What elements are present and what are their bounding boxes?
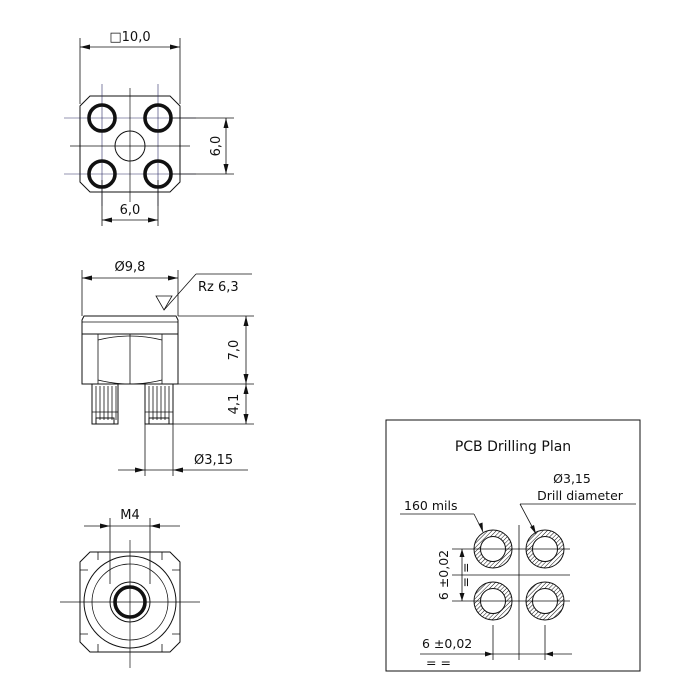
vert-sym-mark: = = [458,563,473,588]
side-pin-diameter-dim: Ø3,15 [194,453,233,468]
top-view-outline [79,95,181,193]
pin-circle [143,103,173,133]
vert-pitch-dim: 6 ±0,02 [436,550,451,600]
top-view: □10,0 6,0 6,0 [64,30,234,226]
pcb-drilling-plan: PCB Drilling Plan 160 mils [385,419,641,672]
side-height-dim: 7,0 [227,340,242,361]
hole-diameter: Ø3,15 [553,471,591,486]
roughness-label: Rz 6,3 [198,280,239,295]
pitch-label: 160 mils [404,498,457,513]
top-horiz-dim: 6,0 [120,203,141,218]
side-diameter-dim: Ø9,8 [115,260,146,275]
top-vert-dim: 6,0 [209,136,224,157]
horiz-sym-mark: = = [426,655,451,670]
body-cap [81,315,179,335]
bottom-outline [79,551,181,653]
roughness-symbol [155,295,173,311]
hole-label: Drill diameter [537,488,624,503]
pcb-title: PCB Drilling Plan [455,439,571,455]
press-pin [91,383,119,425]
side-pin-length-dim: 4,1 [227,394,242,415]
thread-dim: M4 [120,508,140,523]
pcb-frame [385,419,641,672]
top-width-dim: □10,0 [109,30,150,45]
horiz-pitch-dim: 6 ±0,02 [422,636,472,651]
bottom-view: M4 [60,508,200,668]
drill-hole [473,529,513,569]
press-pin [144,383,174,425]
center-hole [114,130,146,162]
side-view: Ø9,8 Rz 6,3 7,0 4,1 Ø3,15 [81,260,254,476]
pin-circle [87,103,117,133]
